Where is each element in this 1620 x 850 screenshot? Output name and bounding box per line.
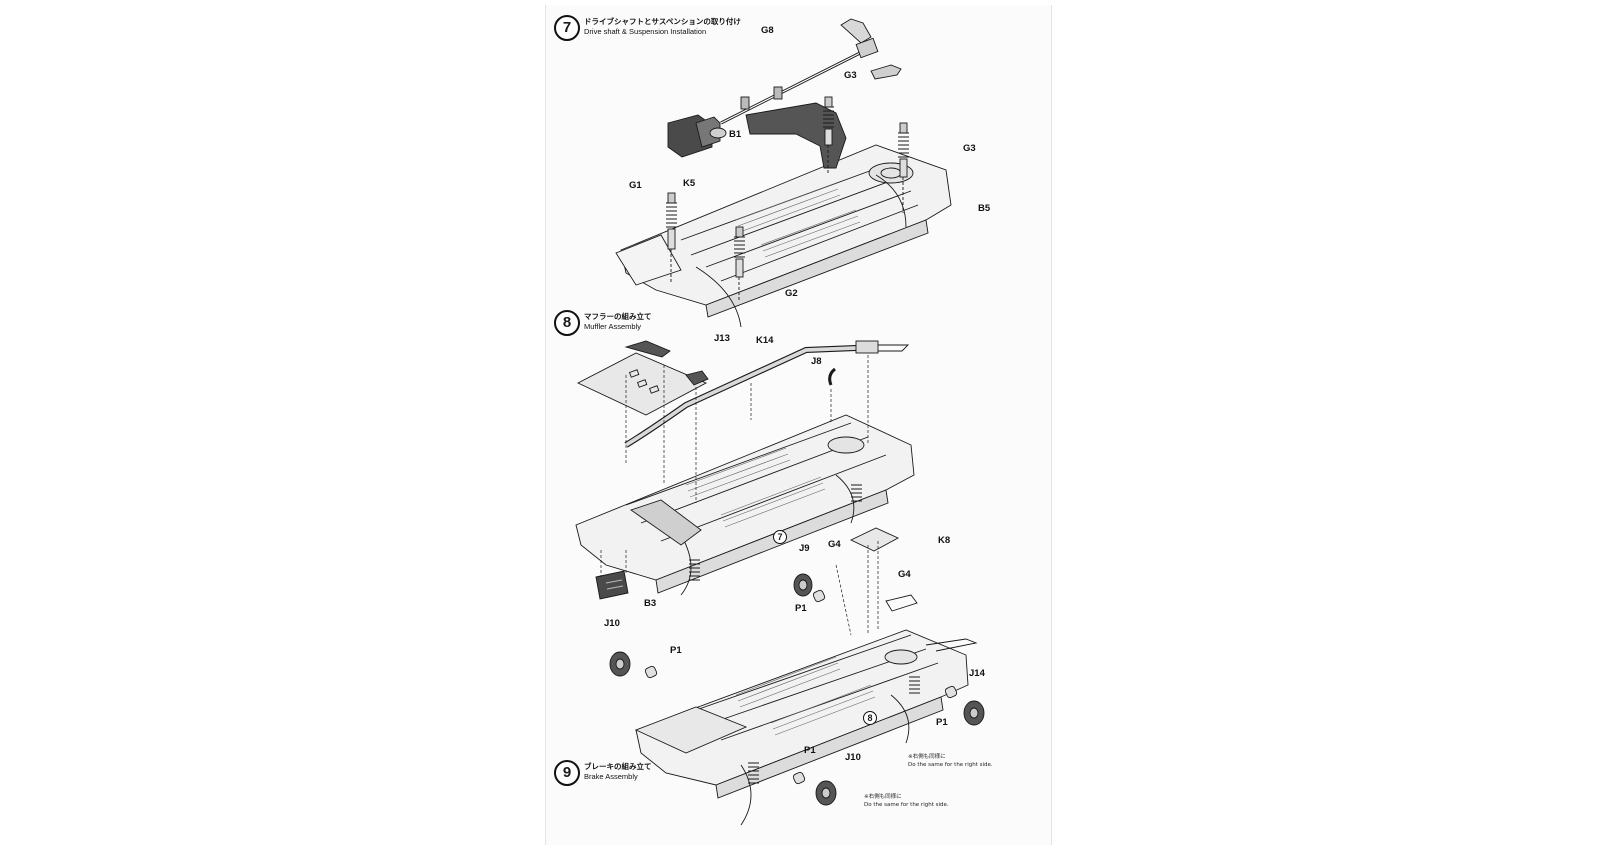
part-label-g3: G3 [844, 70, 857, 81]
step8-muffler-box [595, 570, 629, 600]
step-8-number: 8 [554, 310, 580, 336]
part-label-k5: K5 [683, 178, 696, 189]
step7-driveshaft [720, 18, 902, 125]
step-7-number: 7 [554, 15, 580, 41]
step9-brake-drums [609, 573, 985, 806]
note-right-side-2: ※右側も同様に Do the same for the right side. [864, 794, 949, 808]
part-label-g3-rear: G3 [963, 143, 976, 154]
step7-shocks [666, 96, 909, 302]
step9-brake-plate [835, 527, 918, 636]
part-label-j14: J14 [969, 668, 985, 679]
step8-chassis [575, 414, 915, 596]
part-label-p1-bottom: P1 [804, 745, 816, 756]
part-label-g8: G8 [761, 25, 774, 36]
note-right-side-1: ※右側も同様に Do the same for the right side. [908, 754, 993, 768]
step7-chassis [615, 144, 952, 328]
subassembly-ref-7: 7 [773, 530, 787, 544]
step-8-title-jp: マフラーの組み立て [584, 312, 652, 321]
step-9-number: 9 [554, 760, 580, 786]
part-label-p1-left: P1 [670, 645, 682, 656]
part-label-p1: P1 [795, 603, 807, 614]
step-7-title-en: Drive shaft & Suspension Installation [584, 27, 707, 36]
step8-muffler-plate [576, 340, 709, 416]
part-label-g4: G4 [828, 539, 841, 550]
part-label-g1: G1 [629, 180, 642, 191]
step9-chassis [634, 629, 978, 826]
part-label-b5: B5 [978, 203, 991, 214]
part-label-j8: J8 [811, 356, 822, 367]
part-label-b3: B3 [644, 598, 657, 609]
step-8-title-en: Muffler Assembly [584, 322, 641, 331]
part-label-k14: K14 [756, 335, 774, 346]
part-label-j9: J9 [799, 543, 810, 554]
instruction-sheet: 7 ドライブシャフトとサスペンションの取り付け Drive shaft & Su… [545, 5, 1052, 845]
part-label-j10-bottom: J10 [845, 752, 861, 763]
step-9-title-jp: ブレーキの組み立て [584, 762, 652, 771]
assembly-diagram [575, 18, 985, 826]
part-label-g2: G2 [785, 288, 798, 299]
part-label-g4-right: G4 [898, 569, 911, 580]
part-label-b1: B1 [729, 129, 742, 140]
step-7-title-jp: ドライブシャフトとサスペンションの取り付け [584, 17, 741, 26]
step7-differential [667, 102, 847, 169]
step8-exhaust-pipe [624, 340, 910, 448]
part-label-p1-right: P1 [936, 717, 948, 728]
part-label-j13: J13 [714, 333, 730, 344]
part-label-k8: K8 [938, 535, 951, 546]
step-9-title-en: Brake Assembly [584, 772, 638, 781]
part-label-j10: J10 [604, 618, 620, 629]
step8-guide-lines [600, 355, 869, 577]
subassembly-ref-8: 8 [863, 711, 877, 725]
